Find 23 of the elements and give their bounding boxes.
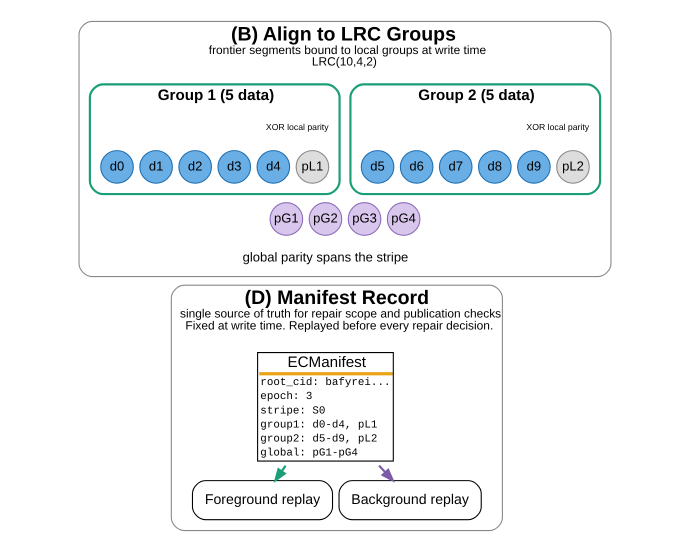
label: XOR local parity xyxy=(265,122,328,132)
node-circle: d6 xyxy=(399,150,433,184)
node-circle: d0 xyxy=(100,150,134,184)
node-circle: pG4 xyxy=(386,202,420,236)
node-circle: d4 xyxy=(256,150,290,184)
arrow xyxy=(273,465,286,484)
node-box: Foreground replay xyxy=(191,480,333,520)
node-circle: d2 xyxy=(178,150,212,184)
node-box: Background replay xyxy=(338,480,482,520)
node-circle: pG1 xyxy=(269,202,303,236)
label: global parity spans the stripe xyxy=(242,249,408,264)
node-circle: d1 xyxy=(138,150,172,184)
node-circle: d7 xyxy=(438,150,472,184)
node-circle: pG2 xyxy=(308,202,342,236)
node-circle: pL2 xyxy=(556,150,590,184)
node-circle: pL1 xyxy=(295,150,329,184)
node-circle: d9 xyxy=(516,150,550,184)
node-circle: d5 xyxy=(360,150,394,184)
node-circle: pG3 xyxy=(347,202,381,236)
node-circle: d8 xyxy=(477,150,512,184)
label: XOR local parity xyxy=(526,122,589,132)
node-circle: d3 xyxy=(216,150,251,184)
arrow xyxy=(378,464,394,483)
